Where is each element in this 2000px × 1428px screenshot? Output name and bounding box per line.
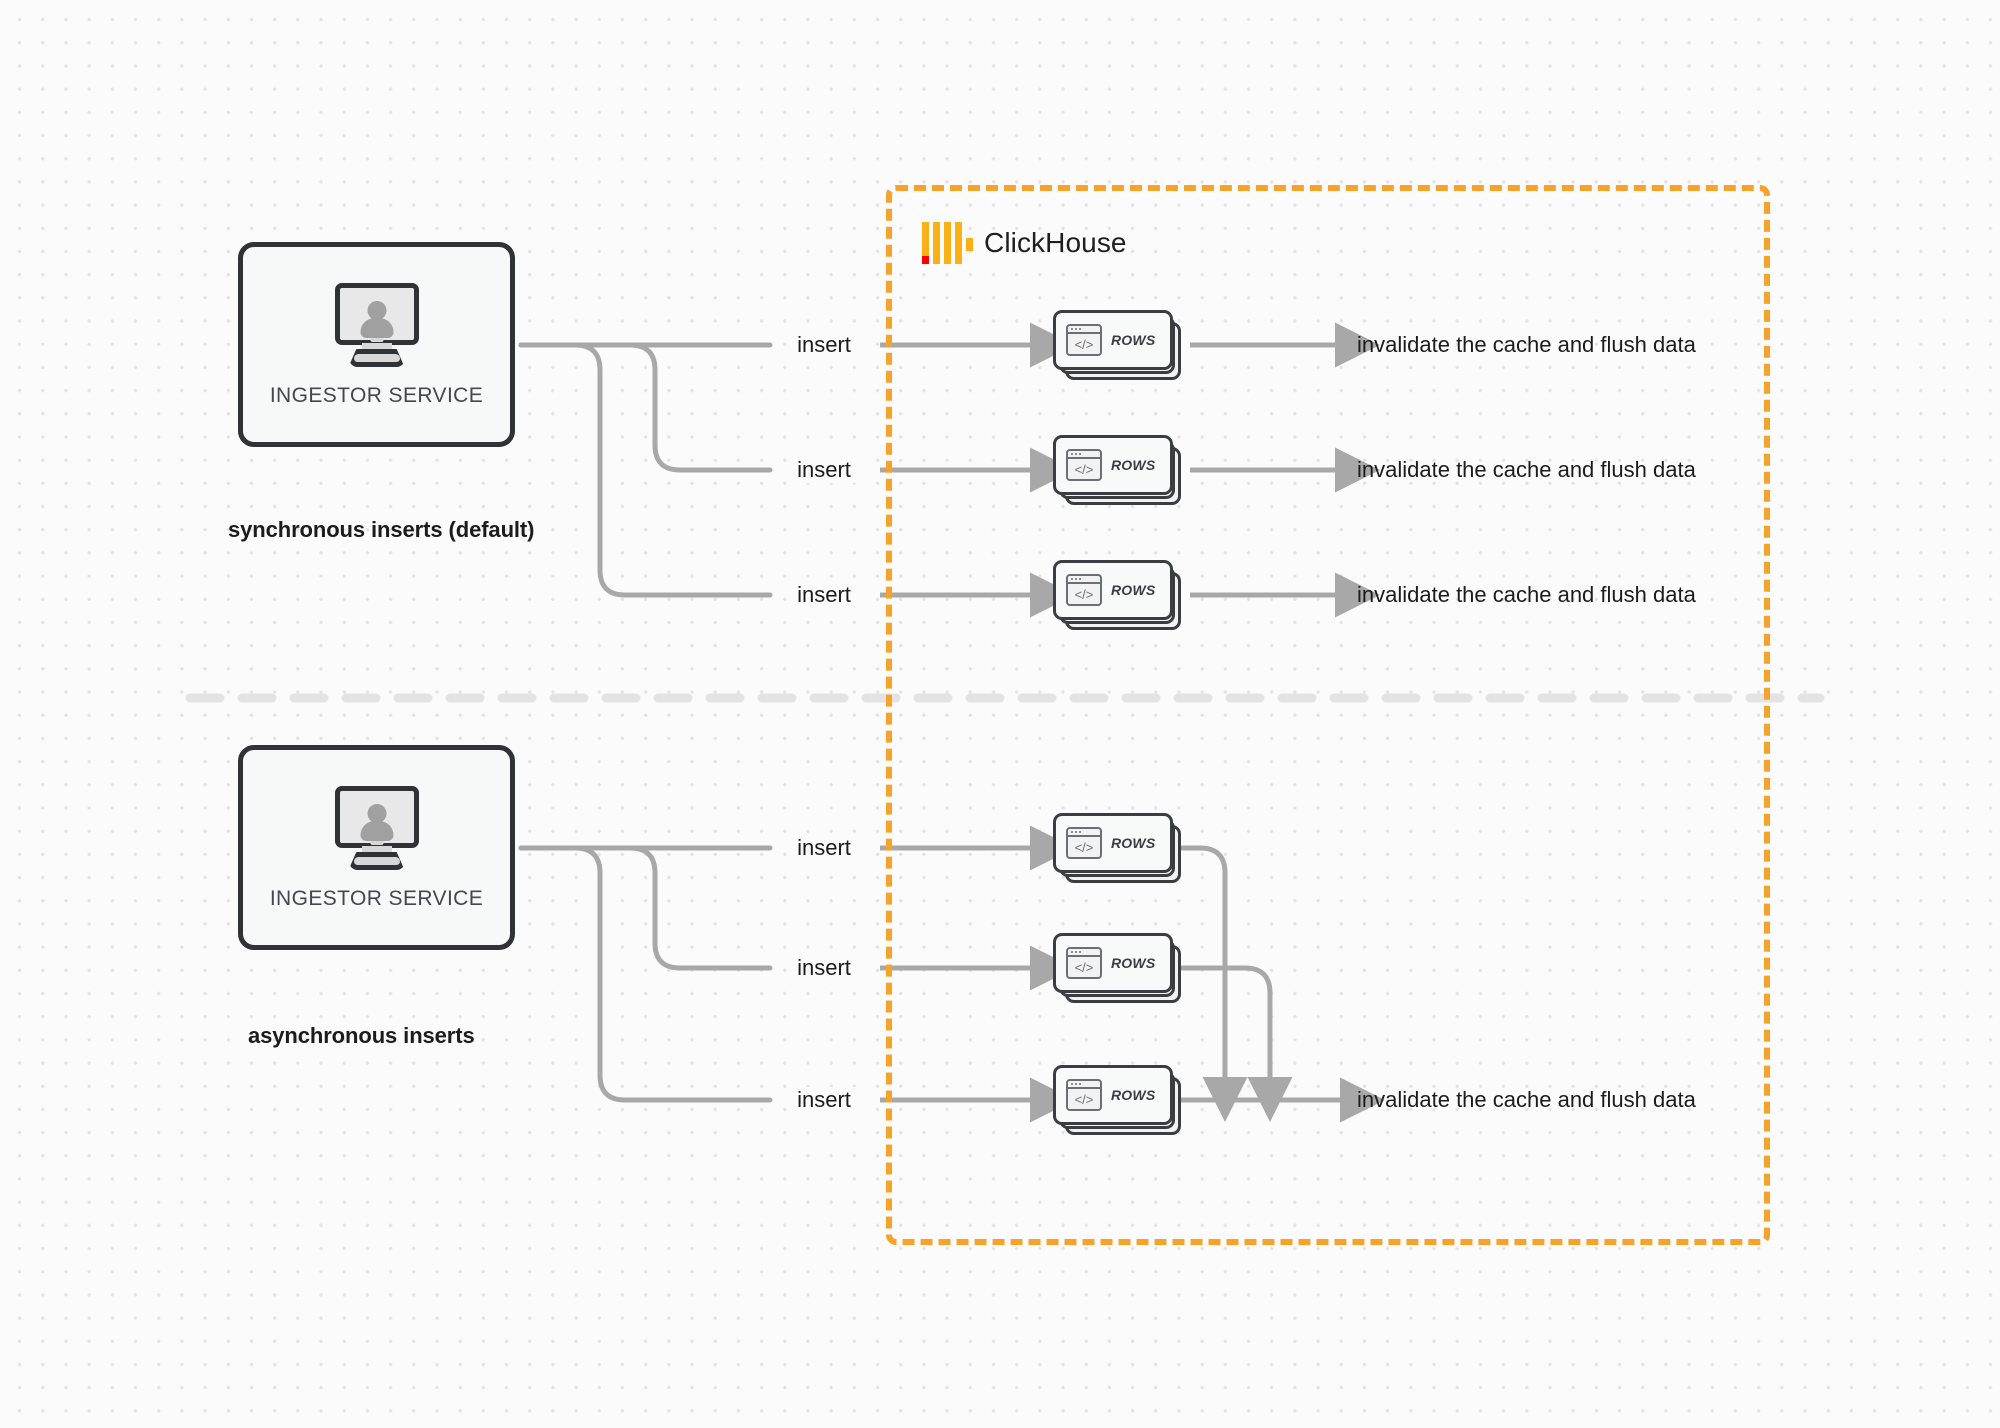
clickhouse-brand: ClickHouse xyxy=(922,222,1127,264)
rows-node-label: ROWS xyxy=(1111,835,1156,851)
edge-label-insert-async-1: insert xyxy=(787,835,861,861)
clickhouse-logo-icon xyxy=(922,222,973,264)
edge-label-insert-sync-2: insert xyxy=(787,457,861,483)
rows-node-sync-2[interactable]: </> ROWS xyxy=(1053,435,1181,505)
rows-node-async-2[interactable]: </> ROWS xyxy=(1053,933,1181,1003)
rows-node-sync-1[interactable]: </> ROWS xyxy=(1053,310,1181,380)
ingestor-service-node-sync[interactable]: INGESTOR SERVICE xyxy=(238,242,515,447)
rows-node-label: ROWS xyxy=(1111,955,1156,971)
edge-label-insert-sync-1: insert xyxy=(787,332,861,358)
rows-node-async-1[interactable]: </> ROWS xyxy=(1053,813,1181,883)
clickhouse-brand-label: ClickHouse xyxy=(984,227,1127,258)
code-window-icon: </> xyxy=(1066,1079,1102,1111)
result-label-sync-2: invalidate the cache and flush data xyxy=(1357,457,1696,482)
result-label-sync-1: invalidate the cache and flush data xyxy=(1357,332,1696,357)
rows-node-async-3[interactable]: </> ROWS xyxy=(1053,1065,1181,1135)
rows-node-label: ROWS xyxy=(1111,457,1156,473)
rows-node-sync-3[interactable]: </> ROWS xyxy=(1053,560,1181,630)
code-window-icon: </> xyxy=(1066,574,1102,606)
rows-node-label: ROWS xyxy=(1111,332,1156,348)
ingestor-service-label-sync: INGESTOR SERVICE xyxy=(269,384,484,407)
section-caption-sync: synchronous inserts (default) xyxy=(228,517,535,542)
monitor-user-icon xyxy=(331,283,423,367)
rows-node-label: ROWS xyxy=(1111,1087,1156,1103)
code-window-icon: </> xyxy=(1066,449,1102,481)
edge-label-insert-sync-3: insert xyxy=(787,582,861,608)
edge-label-insert-async-2: insert xyxy=(787,955,861,981)
result-label-sync-3: invalidate the cache and flush data xyxy=(1357,582,1696,607)
code-window-icon: </> xyxy=(1066,324,1102,356)
ingestor-service-node-async[interactable]: INGESTOR SERVICE xyxy=(238,745,515,950)
monitor-user-icon xyxy=(331,786,423,870)
clickhouse-boundary xyxy=(886,185,1770,1245)
code-window-icon: </> xyxy=(1066,827,1102,859)
ingestor-service-label-async: INGESTOR SERVICE xyxy=(269,887,484,910)
code-window-icon: </> xyxy=(1066,947,1102,979)
edge-label-insert-async-3: insert xyxy=(787,1087,861,1113)
rows-node-label: ROWS xyxy=(1111,582,1156,598)
result-label-async-merged: invalidate the cache and flush data xyxy=(1357,1087,1696,1112)
section-caption-async: asynchronous inserts xyxy=(248,1023,475,1048)
